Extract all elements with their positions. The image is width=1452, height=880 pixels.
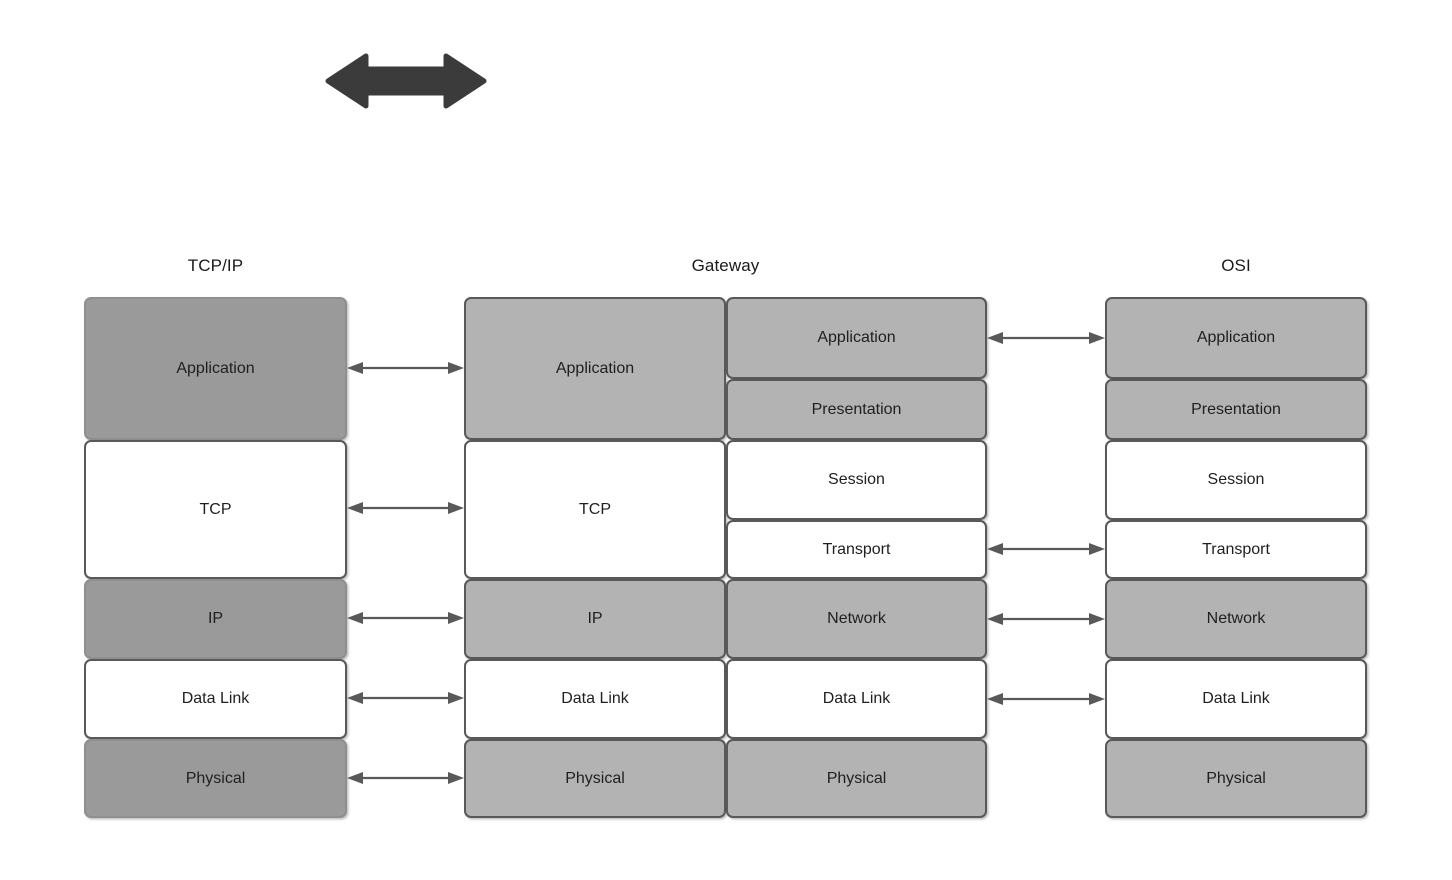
osi-layer-application[interactable]: Application xyxy=(1105,297,1367,379)
connector-tcpip-gateway-physical xyxy=(347,769,464,787)
gateway-right-layer-network[interactable]: Network xyxy=(726,579,987,659)
osi-layer-presentation[interactable]: Presentation xyxy=(1105,379,1367,440)
connector-tcpip-gateway-application xyxy=(347,359,464,377)
connector-gateway-osi-transport xyxy=(987,540,1105,558)
gateway-right-layer-transport[interactable]: Transport xyxy=(726,520,987,579)
gateway-left-layer-tcp[interactable]: TCP xyxy=(464,440,726,579)
osi-layer-physical[interactable]: Physical xyxy=(1105,739,1367,818)
connector-gateway-osi-network xyxy=(987,610,1105,628)
tcpip-layer-physical[interactable]: Physical xyxy=(84,739,347,818)
gateway-right-layer-presentation[interactable]: Presentation xyxy=(726,379,987,440)
osi-layer-network[interactable]: Network xyxy=(1105,579,1367,659)
tcpip-layer-data-link[interactable]: Data Link xyxy=(84,659,347,739)
gateway-left-layer-application[interactable]: Application xyxy=(464,297,726,440)
gateway-right-layer-data-link[interactable]: Data Link xyxy=(726,659,987,739)
connector-gateway-osi-data-link xyxy=(987,690,1105,708)
connector-gateway-osi-application xyxy=(987,329,1105,347)
connector-tcpip-gateway-tcp xyxy=(347,499,464,517)
connector-tcpip-gateway-ip xyxy=(347,609,464,627)
connector-tcpip-gateway-data-link xyxy=(347,689,464,707)
osi-layer-data-link[interactable]: Data Link xyxy=(1105,659,1367,739)
tcpip-layer-ip[interactable]: IP xyxy=(84,579,347,659)
column-title-gateway: Gateway xyxy=(691,256,760,275)
column-title-tcpip: TCP/IP xyxy=(187,256,244,275)
osi-layer-session[interactable]: Session xyxy=(1105,440,1367,520)
gateway-left-layer-physical[interactable]: Physical xyxy=(464,739,726,818)
column-title-osi: OSI xyxy=(1221,256,1251,275)
tcpip-layer-application[interactable]: Application xyxy=(84,297,347,440)
double-headed-arrow-icon xyxy=(322,50,490,112)
osi-layer-transport[interactable]: Transport xyxy=(1105,520,1367,579)
gateway-right-layer-session[interactable]: Session xyxy=(726,440,987,520)
gateway-right-layer-physical[interactable]: Physical xyxy=(726,739,987,818)
gateway-left-layer-ip[interactable]: IP xyxy=(464,579,726,659)
tcpip-layer-tcp[interactable]: TCP xyxy=(84,440,347,579)
gateway-right-layer-application[interactable]: Application xyxy=(726,297,987,379)
gateway-left-layer-data-link[interactable]: Data Link xyxy=(464,659,726,739)
